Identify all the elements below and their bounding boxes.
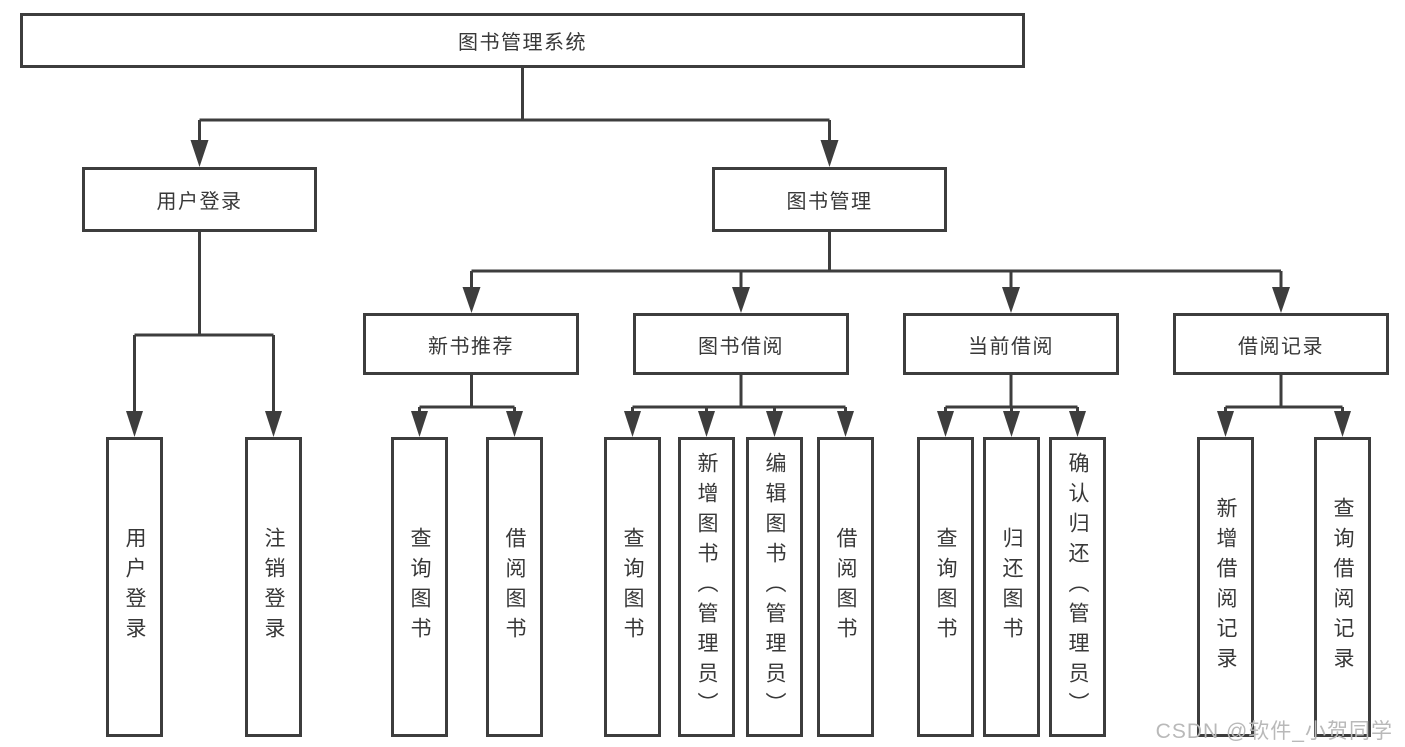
leaf-logout: 注销登录 [245,437,302,737]
node-user-login: 用户登录 [82,167,317,232]
leaf-confirm-return-admin: 确认归还（管理员） [1049,437,1106,737]
connector-root-to-level2 [198,68,831,146]
node-current-borrowing: 当前借阅 [903,313,1119,375]
leaf-user-login: 用户登录 [106,437,163,737]
leaf-query-books-current: 查询图书 [917,437,974,737]
arrow-icon [1069,411,1086,437]
leaf-query-books-borrowing: 查询图书 [604,437,661,737]
arrow-icon [462,287,481,313]
arrow-icon [190,140,209,167]
connector-recommend-leaves [418,375,516,416]
arrow-icon [265,411,282,437]
leaf-edit-book-admin: 编辑图书（管理员） [746,437,803,737]
node-book-borrowing: 图书借阅 [633,313,849,375]
leaf-borrow-books-recommend: 借阅图书 [486,437,543,737]
leaf-borrow-books-borrowing: 借阅图书 [817,437,874,737]
node-library-management-system: 图书管理系统 [20,13,1025,68]
node-new-book-recommendation: 新书推荐 [363,313,579,375]
arrow-icon [1272,287,1290,313]
node-book-management: 图书管理 [712,167,947,232]
arrow-icon [937,411,954,437]
arrow-icon [1334,411,1351,437]
leaf-add-book-admin: 新增图书（管理员） [678,437,735,737]
arrow-icon [624,411,641,437]
arrow-icon [820,140,839,167]
arrow-icon [506,411,523,437]
arrow-icon [411,411,428,437]
connector-records-leaves [1224,375,1344,416]
arrow-icon [1003,411,1020,437]
leaf-query-borrow-record: 查询借阅记录 [1314,437,1371,737]
connector-user-login-leaves [133,232,275,415]
node-borrowing-records: 借阅记录 [1173,313,1389,375]
leaf-add-borrow-record: 新增借阅记录 [1197,437,1254,737]
leaf-return-books: 归还图书 [983,437,1040,737]
arrow-icon [837,411,854,437]
connector-current-leaves [944,375,1079,416]
arrow-icon [126,411,143,437]
watermark: CSDN @软件_小贺同学 [1155,720,1393,743]
arrow-icon [732,287,750,313]
arrow-icon [698,411,715,437]
arrow-icon [766,411,783,437]
leaf-query-books-recommend: 查询图书 [391,437,448,737]
connector-book-management-sections [470,232,1283,291]
arrow-icon [1217,411,1234,437]
arrow-icon [1002,287,1020,313]
connector-borrowing-leaves [631,375,847,416]
